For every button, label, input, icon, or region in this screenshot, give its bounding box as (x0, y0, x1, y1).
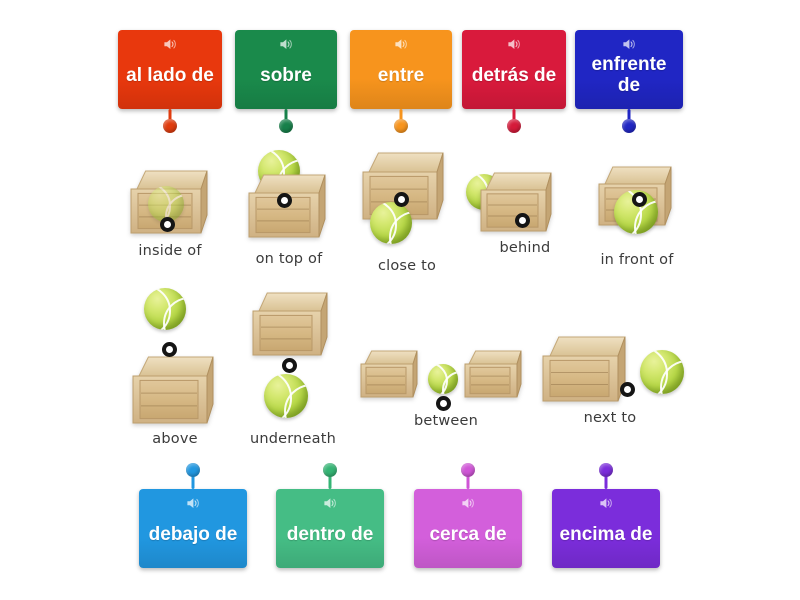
word-card-debajo-de[interactable]: debajo de (139, 463, 247, 568)
drop-target-dot[interactable] (277, 193, 292, 208)
picture-close-to[interactable] (358, 152, 450, 250)
drop-target-dot[interactable] (632, 192, 647, 207)
drop-target-dot[interactable] (620, 382, 635, 397)
word-card-dentro-de[interactable]: dentro de (276, 463, 384, 568)
speaker-icon[interactable] (322, 496, 338, 510)
drop-target-dot[interactable] (162, 342, 177, 357)
tennis-ball-icon (640, 350, 684, 394)
picture-inside-of[interactable] (126, 162, 212, 242)
picture-behind[interactable] (466, 170, 556, 242)
caption-on-top-of: on top of (255, 251, 323, 267)
crate-icon (132, 356, 214, 424)
speaker-icon[interactable] (393, 37, 409, 51)
picture-underneath[interactable] (250, 292, 342, 428)
drop-target-dot[interactable] (282, 358, 297, 373)
card-pin-marker (622, 109, 636, 135)
crate-icon (252, 292, 328, 356)
speaker-icon[interactable] (506, 37, 522, 51)
speaker-icon[interactable] (598, 496, 614, 510)
speaker-icon[interactable] (621, 37, 637, 51)
card-pin-marker (163, 109, 177, 135)
word-card-label: entre (377, 64, 425, 86)
drop-target-dot[interactable] (394, 192, 409, 207)
card-pin-marker (394, 109, 408, 135)
caption-behind: behind (499, 240, 551, 256)
caption-inside-of: inside of (138, 243, 202, 259)
word-card-label: encima de (559, 523, 653, 545)
word-card-enfrente-de[interactable]: enfrente de (575, 30, 683, 133)
word-card-detrás-de[interactable]: detrás de (462, 30, 566, 133)
word-card-label: dentro de (286, 523, 374, 545)
caption-close-to: close to (377, 258, 437, 274)
word-card-label: detrás de (471, 64, 557, 86)
drop-target-dot[interactable] (515, 213, 530, 228)
tennis-ball-icon (264, 374, 308, 418)
tennis-ball-icon (428, 364, 458, 394)
tennis-ball-icon (144, 288, 186, 330)
word-card-label: debajo de (148, 523, 238, 545)
card-pin-marker (461, 463, 475, 489)
word-card-label: cerca de (429, 523, 507, 545)
picture-between[interactable] (360, 350, 524, 411)
picture-next-to[interactable] (542, 336, 686, 406)
tennis-ball-icon (370, 202, 412, 244)
card-pin-marker (279, 109, 293, 135)
speaker-icon[interactable] (278, 37, 294, 51)
drop-target-dot[interactable] (160, 217, 175, 232)
word-card-encima-de[interactable]: encima de (552, 463, 660, 568)
caption-between: between (413, 413, 479, 429)
card-pin-marker (186, 463, 200, 489)
caption-in-front-of: in front of (600, 252, 674, 268)
crate-icon (464, 350, 522, 398)
tennis-ball-icon (148, 186, 184, 222)
crate-icon (542, 336, 626, 402)
caption-above: above (152, 431, 198, 447)
crate-icon (360, 350, 418, 398)
card-pin-marker (599, 463, 613, 489)
picture-in-front-of[interactable] (594, 166, 684, 244)
word-card-label: sobre (260, 64, 312, 86)
word-card-label: al lado de (126, 64, 214, 86)
caption-underneath: underneath (249, 431, 337, 447)
drop-target-dot[interactable] (436, 396, 451, 411)
word-card-cerca-de[interactable]: cerca de (414, 463, 522, 568)
speaker-icon[interactable] (162, 37, 178, 51)
speaker-icon[interactable] (185, 496, 201, 510)
picture-above[interactable] (130, 288, 222, 428)
card-pin-marker (323, 463, 337, 489)
picture-on-top-of[interactable] (244, 150, 334, 242)
caption-next-to: next to (583, 410, 637, 426)
word-card-label: enfrente de (591, 54, 667, 96)
word-card-sobre[interactable]: sobre (235, 30, 337, 133)
word-card-entre[interactable]: entre (350, 30, 452, 133)
speaker-icon[interactable] (460, 496, 476, 510)
card-pin-marker (507, 109, 521, 135)
word-card-al-lado-de[interactable]: al lado de (118, 30, 222, 133)
